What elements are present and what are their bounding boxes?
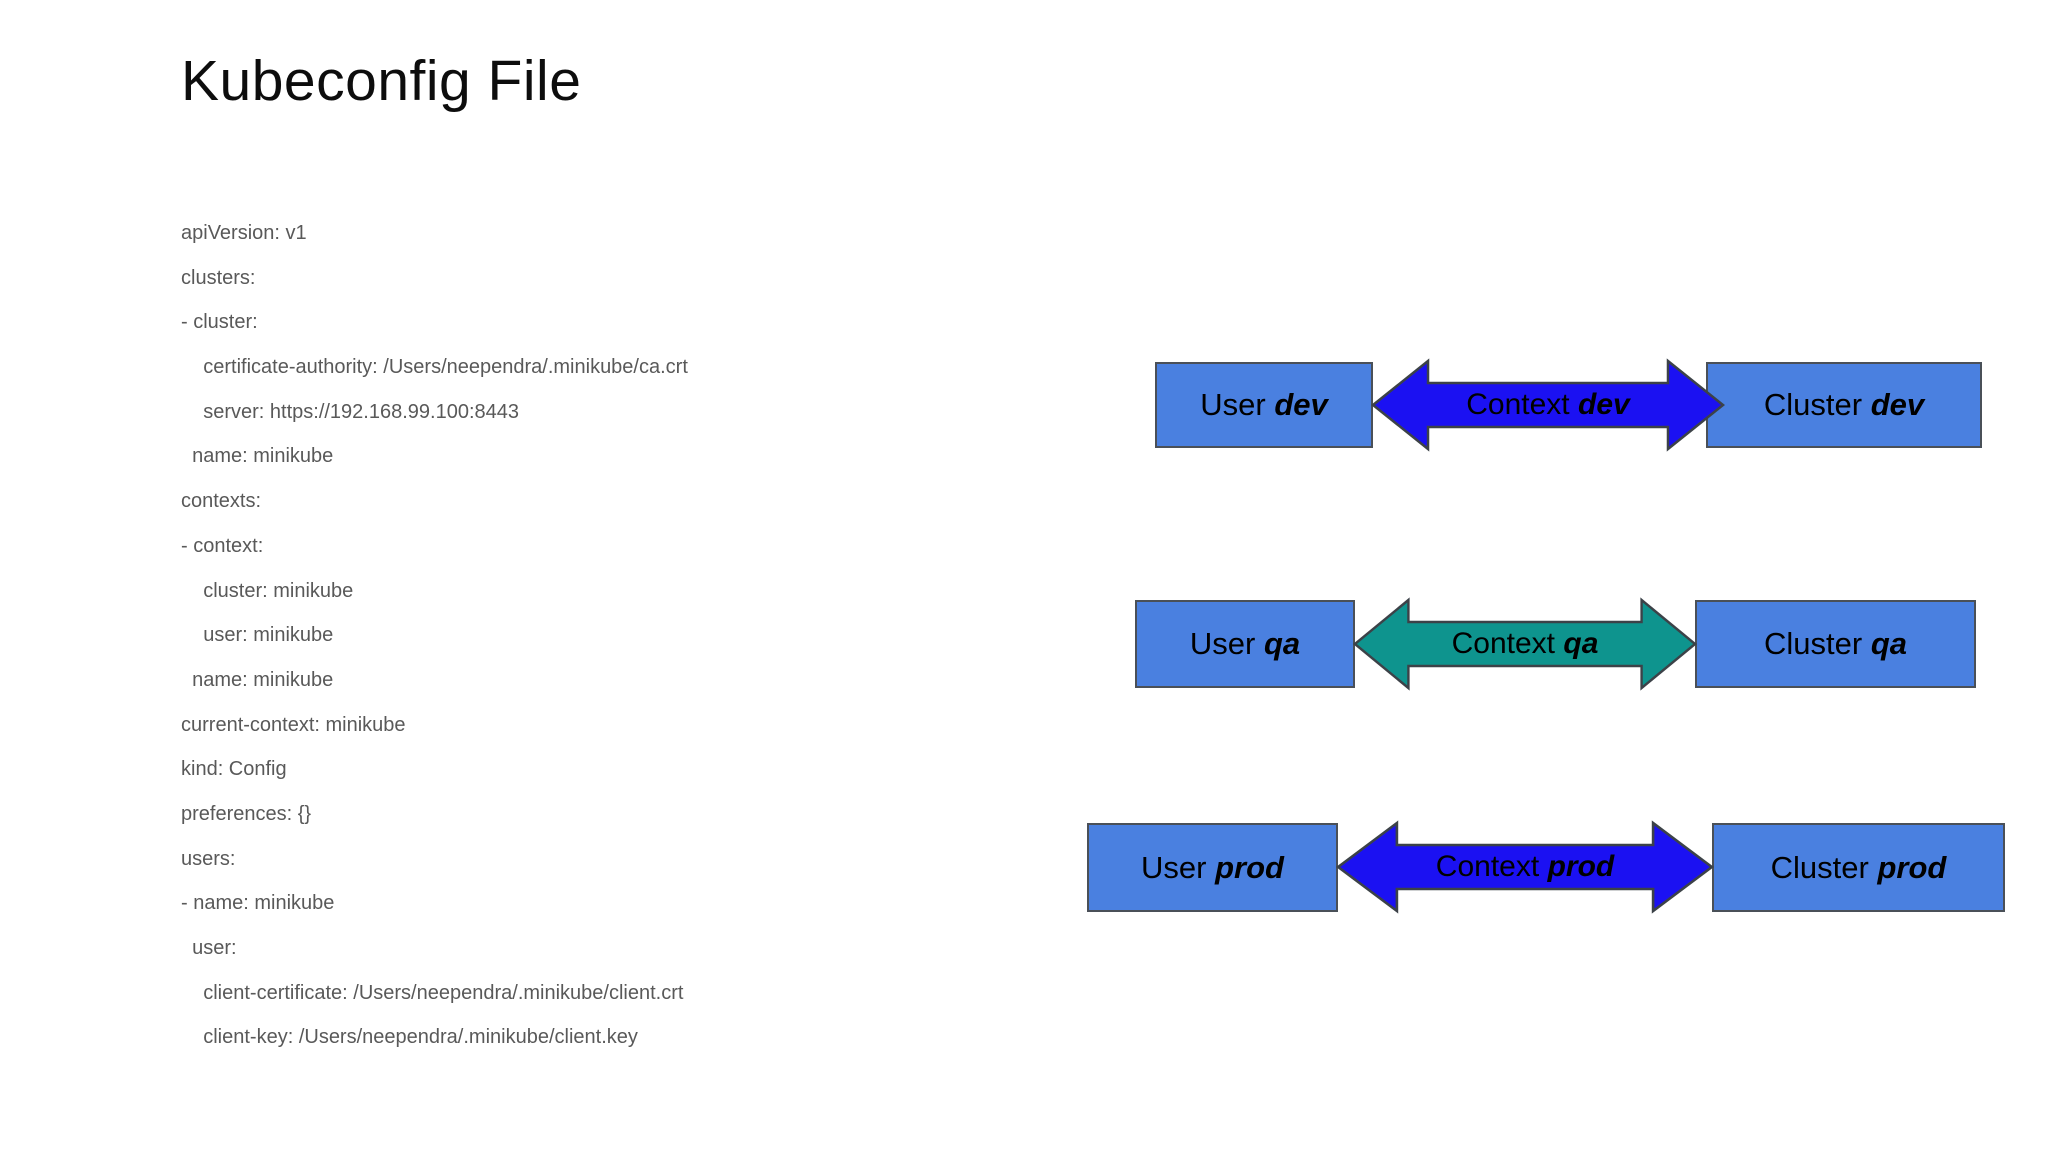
- user-label: User: [1200, 387, 1266, 422]
- double-arrow-icon: [1336, 820, 1714, 914]
- yaml-line: user:: [181, 937, 237, 959]
- yaml-line: users:: [181, 847, 236, 870]
- user-label: User: [1189, 626, 1256, 661]
- yaml-line: - name: minikube: [181, 892, 335, 915]
- context-qa-label: Context qa: [1353, 596, 1697, 692]
- cluster-label: Cluster: [1770, 849, 1869, 885]
- user-label: User: [1141, 849, 1207, 885]
- page-title: Kubeconfig File: [181, 49, 582, 113]
- yaml-line: kind: Config: [181, 758, 287, 781]
- yaml-line: - context:: [181, 534, 264, 557]
- cluster-label: Cluster: [1763, 626, 1863, 661]
- yaml-line: apiVersion: v1: [181, 222, 307, 244]
- kubeconfig-yaml-code: apiVersion: v1 clusters: - cluster: cert…: [181, 211, 688, 1060]
- cluster-qa-box: Cluster qa: [1695, 600, 1976, 688]
- env-name: qa: [1563, 627, 1599, 660]
- yaml-line: current-context: minikube: [181, 713, 406, 736]
- yaml-line: user: minikube: [181, 624, 334, 647]
- context-prod-arrow: Context prod: [1336, 819, 1714, 915]
- user-prod-box: User prod: [1087, 823, 1338, 912]
- yaml-line: server: https://192.168.99.100:8443: [181, 400, 520, 423]
- user-qa-box: User qa: [1135, 600, 1355, 688]
- context-dev-label: Context dev: [1371, 357, 1725, 453]
- yaml-line: - cluster:: [181, 311, 258, 334]
- env-name: dev: [1274, 387, 1328, 422]
- yaml-line: cluster: minikube: [181, 579, 354, 602]
- context-prod-label: Context prod: [1336, 819, 1714, 915]
- cluster-prod-box: Cluster prod: [1712, 823, 2005, 912]
- context-qa-arrow: Context qa: [1353, 596, 1697, 692]
- cluster-dev-box: Cluster dev: [1706, 362, 1982, 448]
- env-name: dev: [1578, 388, 1630, 421]
- env-name: qa: [1870, 626, 1908, 661]
- user-dev-box: User dev: [1155, 362, 1373, 448]
- yaml-line: name: minikube: [181, 668, 334, 691]
- cluster-label: Cluster: [1763, 387, 1863, 422]
- yaml-line: client-key: /Users/neependra/.minikube/c…: [181, 1026, 638, 1049]
- yaml-line: clusters:: [181, 266, 256, 289]
- yaml-line: client-certificate: /Users/neependra/.mi…: [181, 981, 684, 1004]
- yaml-line: contexts:: [181, 490, 262, 513]
- context-label: Context: [1466, 388, 1570, 421]
- yaml-line: certificate-authority: /Users/neependra/…: [181, 356, 688, 379]
- env-name: prod: [1877, 849, 1947, 885]
- env-name: prod: [1215, 849, 1284, 885]
- yaml-line: name: minikube: [181, 445, 334, 468]
- context-label: Context: [1435, 850, 1540, 883]
- env-name: qa: [1263, 626, 1301, 661]
- context-dev-arrow: Context dev: [1371, 357, 1725, 453]
- yaml-line: preferences: {}: [181, 802, 312, 825]
- env-name: dev: [1870, 387, 1925, 422]
- context-label: Context: [1451, 627, 1555, 660]
- env-name: prod: [1547, 850, 1615, 883]
- double-arrow-icon: [1353, 597, 1697, 691]
- double-arrow-icon: [1371, 358, 1725, 452]
